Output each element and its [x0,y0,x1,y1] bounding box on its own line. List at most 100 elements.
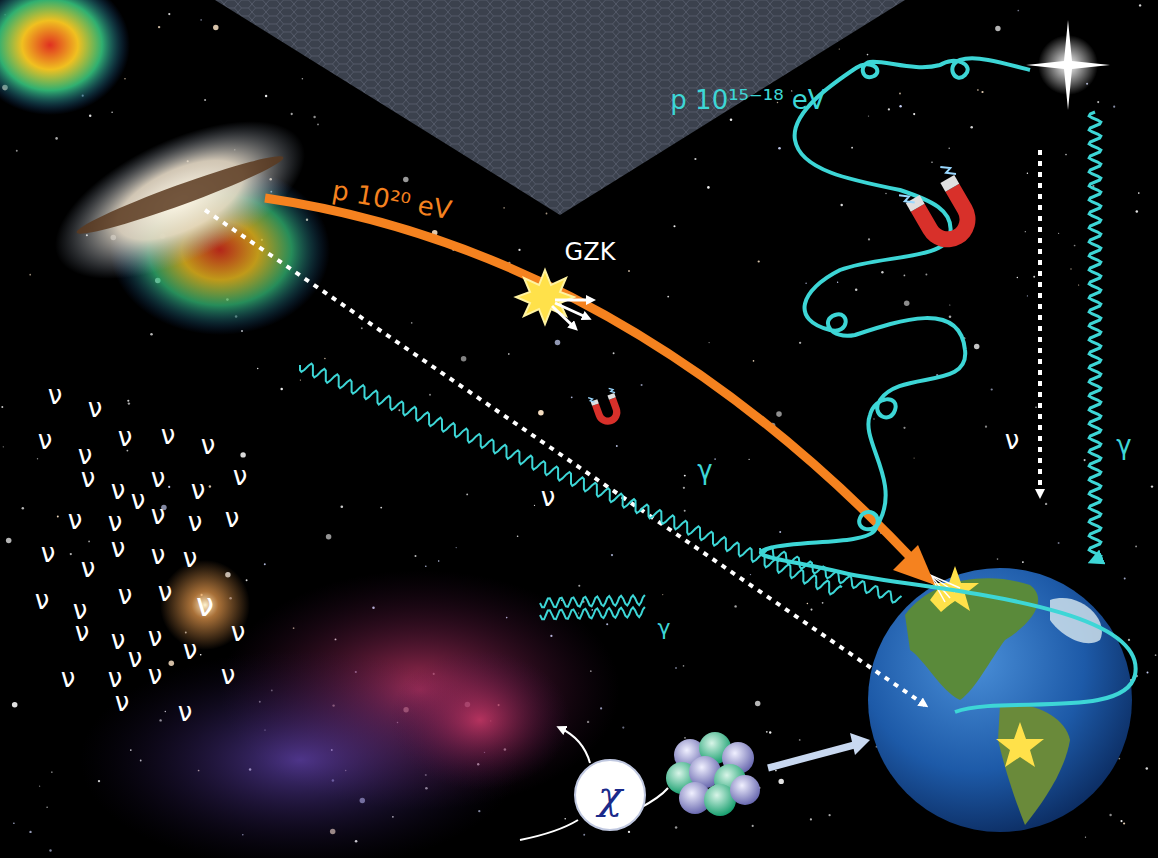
star-dot [758,260,760,262]
neutrino-symbol: ν [111,535,126,561]
star-dot [708,342,709,343]
star-dot [503,207,505,209]
neutrino-symbol: ν [233,463,248,489]
star-dot [779,531,781,533]
recoil-arrowhead [850,733,870,755]
star-dot [508,353,510,355]
neutrino-symbol: ν [151,542,166,568]
gamma-wave [1089,112,1101,560]
star-dot [466,493,468,495]
star-dot [1136,210,1139,213]
graphene-panel [215,0,905,215]
star-dot [904,275,906,277]
star-dot [628,270,630,272]
neutrino-symbol: ν [161,422,176,448]
star-dot [403,177,409,183]
star-dot [778,779,783,784]
star-dot [538,410,544,416]
neutrino-symbol: ν [38,427,53,453]
star-dot [534,505,535,506]
gamma-wave [540,595,645,607]
star-dot [3,446,4,447]
star-dot [158,26,160,28]
scatter-arrow [560,728,590,763]
star-dot [583,834,585,836]
uhecr-path [265,198,915,562]
star-dot [611,554,613,556]
magnet-icon [588,387,625,429]
neutrino-symbol: ν [183,637,198,663]
gzk-burst [516,270,574,324]
star-dot [667,296,669,298]
neutrino-symbol: ν [111,477,126,503]
energy-label: p 10¹⁵⁻¹⁸ eV [670,87,825,113]
star-dot [1058,542,1060,544]
neutrino-symbol: ν [201,432,216,458]
star-glow [160,560,250,650]
star-dot [578,585,580,587]
star-dot [914,458,915,459]
neutrino-symbol: ν [151,465,166,491]
star-dot [822,602,824,604]
star-spikes [1026,20,1110,110]
star-dot [546,213,548,215]
gamma-wave [540,607,645,619]
star-dot [888,108,890,110]
star-dot [622,727,624,729]
star-dot [750,574,751,575]
star-dot [578,612,579,613]
star-dot [799,342,801,344]
star-dot [1118,758,1120,760]
star-dot [209,485,211,487]
star-dot [461,356,466,361]
star-dot [810,818,812,820]
star-dot [981,91,983,93]
star-dot [111,112,112,113]
neutrino-symbol: ν [131,487,146,513]
neutrino-symbol: ν [1005,427,1020,453]
star-dot [949,304,950,305]
star-dot [684,737,686,739]
neutrino-symbol: ν [108,509,123,535]
star-dot [1078,284,1079,285]
star-dot [714,458,716,460]
neutrino-symbol: ν [183,545,198,571]
star-dot [1070,268,1071,269]
star-dot [591,609,593,611]
star-dot [769,731,771,733]
star-dot [881,271,883,273]
star-dot [675,667,676,668]
star-dot [1113,106,1115,108]
star-dot [291,113,293,115]
star-dot [977,89,979,91]
star-dot [411,322,413,324]
star-dot [555,340,561,346]
star-dot [456,547,457,548]
gamma-symbol: γ [1116,432,1131,458]
star-dot [89,115,91,117]
star-dot [855,289,857,291]
star-dot [694,158,696,160]
star-dot [571,396,573,398]
neutrino-symbol: ν [191,477,206,503]
star-dot [12,702,18,708]
star-dot [828,814,830,816]
dust-lane [73,148,287,242]
star-dot [1151,485,1153,487]
star-dot [628,831,630,833]
star-dot [752,825,754,827]
neutrino-symbol: ν [88,395,103,421]
star-dot [169,661,175,667]
neutrino-symbol: ν [151,502,166,528]
star-dot [991,388,993,390]
star-dot [302,78,304,80]
scatter-line [520,820,578,840]
star-dot [707,186,710,189]
neutrino-symbol: ν [81,555,96,581]
star-dot [518,249,520,251]
star-dot [799,739,801,741]
star-dot [55,137,58,140]
star-dot [1045,503,1047,505]
particle-symbol: χ [598,775,622,815]
